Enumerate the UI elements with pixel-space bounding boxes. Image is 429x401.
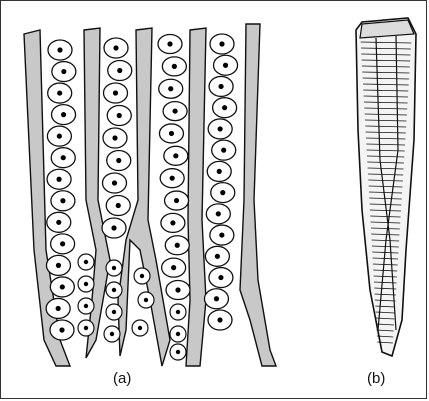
- nucleus: [84, 260, 88, 264]
- nucleus: [172, 64, 177, 69]
- nucleus: [112, 266, 116, 270]
- nucleus: [214, 296, 219, 301]
- nucleus: [56, 263, 61, 268]
- nucleus: [176, 310, 180, 314]
- nucleus: [112, 310, 116, 314]
- nucleus: [56, 177, 61, 182]
- nucleus: [220, 190, 225, 195]
- nucleus: [169, 131, 174, 136]
- nucleus: [57, 134, 62, 139]
- nucleus: [217, 317, 222, 322]
- nucleus: [61, 155, 66, 160]
- nucleus: [218, 126, 223, 131]
- nucleus: [112, 288, 116, 292]
- nucleus: [60, 284, 65, 289]
- nucleus: [170, 176, 175, 181]
- nucleus: [113, 45, 118, 50]
- nucleus: [175, 287, 180, 292]
- nucleus: [59, 327, 64, 332]
- nucleus: [117, 68, 122, 73]
- nucleus: [113, 90, 118, 95]
- panel-b-element: [356, 18, 416, 356]
- nucleus: [112, 135, 117, 140]
- fibre-wall: [240, 24, 276, 366]
- nucleus: [218, 275, 223, 280]
- nucleus: [215, 254, 220, 259]
- nucleus: [117, 113, 122, 118]
- nucleus: [222, 105, 227, 110]
- panel-b-label: (b): [367, 370, 385, 387]
- nucleus: [173, 153, 178, 158]
- nucleus: [84, 326, 88, 330]
- nucleus: [84, 304, 88, 308]
- nucleus: [56, 220, 61, 225]
- nucleus: [116, 158, 121, 163]
- nucleus: [168, 86, 173, 91]
- nucleus: [60, 241, 65, 246]
- nucleus: [116, 203, 121, 208]
- nucleus: [172, 108, 177, 113]
- nucleus: [144, 298, 148, 302]
- nucleus: [216, 211, 221, 216]
- nucleus: [56, 306, 61, 311]
- nucleus: [167, 41, 172, 46]
- nucleus: [176, 332, 180, 336]
- nucleus: [140, 274, 144, 278]
- nucleus: [61, 112, 66, 117]
- nucleus: [171, 265, 176, 270]
- fibre-wall: [186, 28, 206, 366]
- nucleus: [61, 69, 66, 74]
- nucleus: [174, 198, 179, 203]
- nucleus: [57, 47, 62, 52]
- nucleus: [219, 41, 224, 46]
- nucleus: [111, 225, 116, 230]
- nucleus: [176, 350, 180, 354]
- nucleus: [221, 148, 226, 153]
- element-outline: [356, 18, 416, 356]
- nucleus: [112, 180, 117, 185]
- nucleus: [57, 90, 62, 95]
- nucleus: [60, 198, 65, 203]
- nucleus: [175, 243, 180, 248]
- nucleus: [219, 232, 224, 237]
- nucleus: [218, 84, 223, 89]
- nucleus: [170, 220, 175, 225]
- nucleus: [110, 332, 114, 336]
- nucleus: [84, 282, 88, 286]
- nucleus: [217, 169, 222, 174]
- panel-a-label: (a): [113, 370, 131, 387]
- nucleus: [138, 326, 142, 330]
- nucleus: [223, 63, 228, 68]
